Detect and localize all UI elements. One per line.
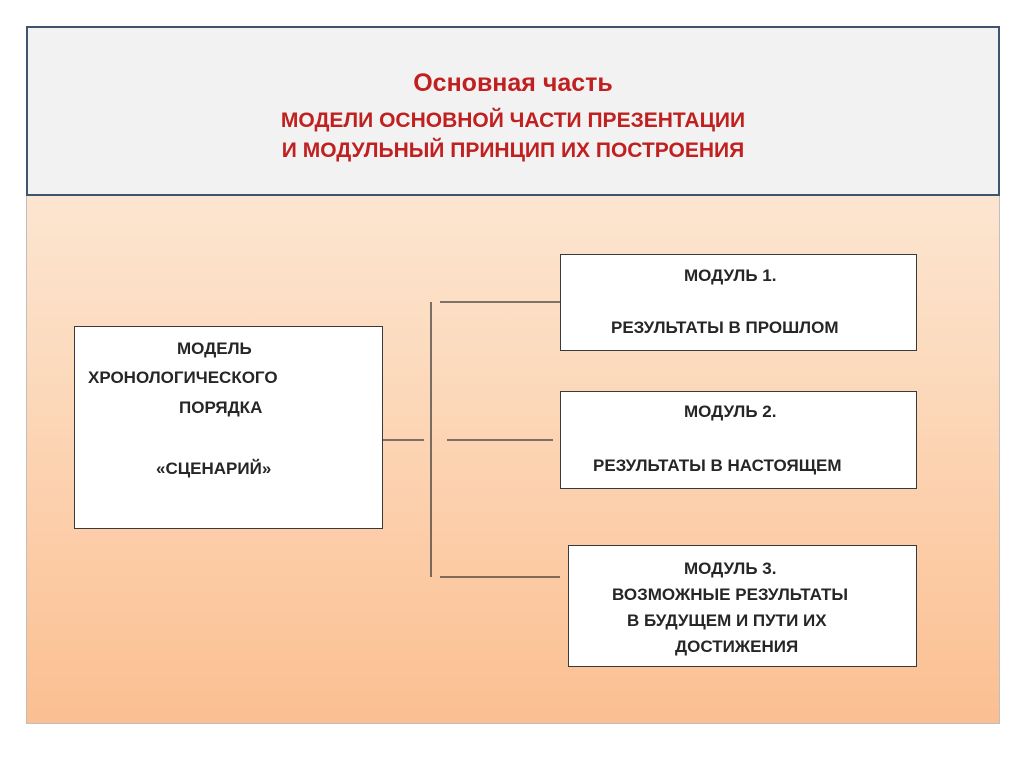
module-3-text-line-3: ДОСТИЖЕНИЯ <box>675 637 799 656</box>
slide-title: Основная часть <box>413 69 613 97</box>
module-2-heading: МОДУЛЬ 2. <box>684 402 777 421</box>
model-box: МОДЕЛЬ ХРОНОЛОГИЧЕСКОГО ПОРЯДКА «СЦЕНАРИ… <box>74 326 383 529</box>
module-3-box: МОДУЛЬ 3. ВОЗМОЖНЫЕ РЕЗУЛЬТАТЫ В БУДУЩЕМ… <box>568 545 917 667</box>
module-2-box: МОДУЛЬ 2. РЕЗУЛЬТАТЫ В НАСТОЯЩЕМ <box>560 391 917 489</box>
model-label-line-4: «СЦЕНАРИЙ» <box>156 459 272 478</box>
slide-subtitle-line-2: И МОДУЛЬНЫЙ ПРИНЦИП ИХ ПОСТРОЕНИЯ <box>281 139 745 162</box>
module-1-heading: МОДУЛЬ 1. <box>684 266 777 285</box>
module-3-text-line-2: В БУДУЩЕМ И ПУТИ ИХ <box>627 611 827 630</box>
model-label-line-2: ХРОНОЛОГИЧЕСКОГО <box>88 368 278 387</box>
model-label-line-3: ПОРЯДКА <box>179 398 263 417</box>
header-panel: Основная часть МОДЕЛИ ОСНОВНОЙ ЧАСТИ ПРЕ… <box>26 26 1000 196</box>
slide-subtitle-line-1: МОДЕЛИ ОСНОВНОЙ ЧАСТИ ПРЕЗЕНТАЦИИ <box>280 109 746 132</box>
model-label-line-1: МОДЕЛЬ <box>177 339 252 358</box>
module-3-text-line-1: ВОЗМОЖНЫЕ РЕЗУЛЬТАТЫ <box>612 585 849 604</box>
module-1-box: МОДУЛЬ 1. РЕЗУЛЬТАТЫ В ПРОШЛОМ <box>560 254 917 351</box>
module-1-text: РЕЗУЛЬТАТЫ В ПРОШЛОМ <box>611 318 839 337</box>
module-3-heading: МОДУЛЬ 3. <box>684 559 777 578</box>
module-2-text: РЕЗУЛЬТАТЫ В НАСТОЯЩЕМ <box>593 456 842 475</box>
